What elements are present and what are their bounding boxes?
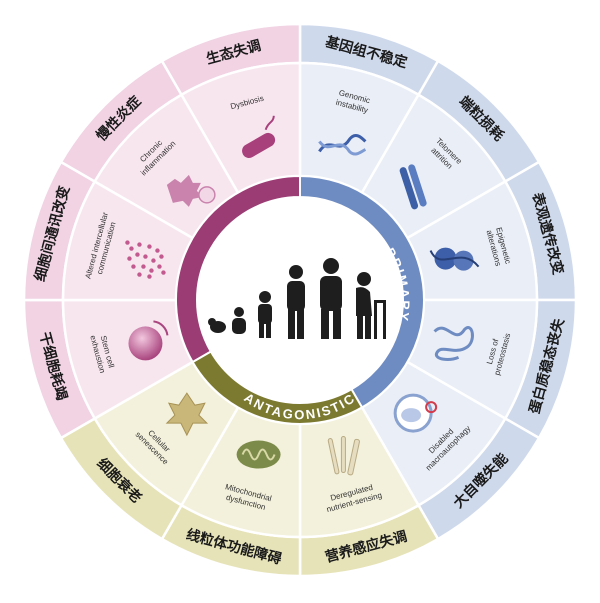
child-icon [258, 291, 272, 338]
leaf-icon [165, 392, 209, 437]
baby-crawling-icon [208, 318, 226, 333]
elderly-with-walker-icon [356, 272, 386, 339]
hallmark-icons [125, 115, 480, 476]
life-stages-icon [208, 258, 386, 339]
dots-cloud-icon [125, 240, 166, 279]
nucleosome-icon [429, 247, 480, 271]
toddler-icon [232, 307, 246, 334]
immune-cell-icon [166, 174, 216, 207]
mitochondrion-icon [236, 440, 281, 469]
fork-knife-icon [327, 436, 360, 476]
dna-helix-icon [318, 134, 367, 156]
band-integrative [175, 174, 301, 364]
young-adult-icon [287, 265, 305, 339]
protein-fold-icon [433, 326, 474, 361]
chromosome-icon [399, 164, 427, 210]
adult-icon [320, 258, 342, 339]
bacterium-icon [242, 115, 276, 158]
stem-cell-icon [128, 320, 169, 361]
autophagosome-icon [393, 393, 438, 433]
